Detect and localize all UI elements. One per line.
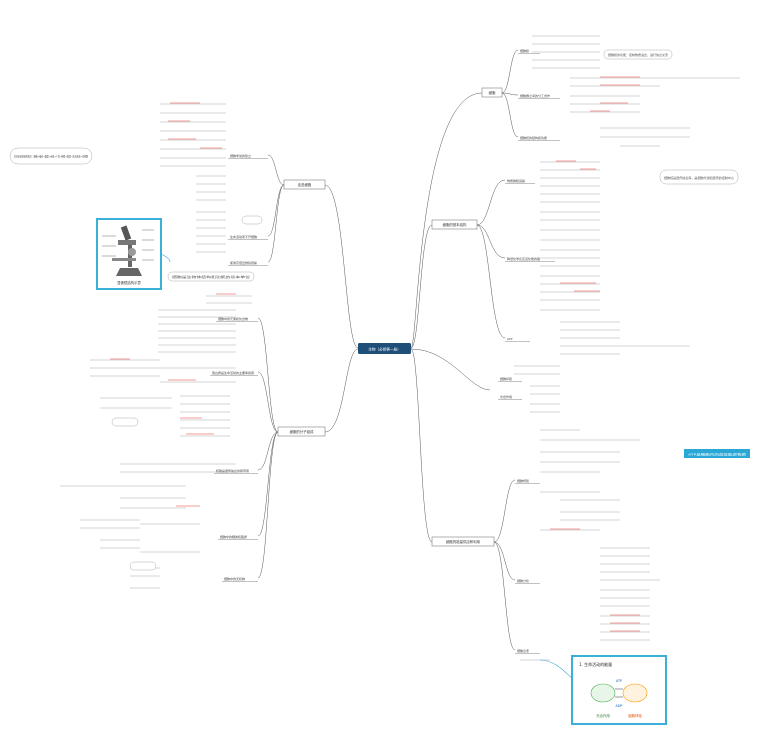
right-leaves (514, 35, 740, 661)
right-sub-r8[interactable]: 光合作用 (500, 394, 512, 399)
left-leaves (60, 103, 252, 589)
left-note: 生命系统的结构层次：细胞→组织→器官→系统→个体→种群→群落→生态系统→生物圈 (9, 147, 93, 165)
right-sub-group: 细胞膜 细胞器之间的分工合作 细胞核的结构和功能 物质跨膜运输 降低化学反应活化… (410, 48, 560, 654)
mid-note-text: 细胞是生物体结构和功能的基本单位 (172, 274, 250, 279)
right-badge: ATP是细胞内的直接能源物质 (684, 449, 750, 458)
small-bubble (111, 215, 263, 571)
pathway-illustration: 1. 生命活动的能量 ATP ADP 光合作用 细胞呼吸 (579, 661, 648, 718)
microscope-caption: 显微镜结构示意 (117, 280, 141, 285)
right-note-2: 细胞核是遗传信息库，是细胞代谢和遗传的控制中心 (659, 169, 739, 185)
left-sub-l5[interactable]: 蛋白质是生命活动的主要承担者 (212, 370, 254, 375)
branch-b1[interactable]: 走进细胞 (283, 179, 326, 190)
chloroplast-shape (590, 683, 616, 703)
right-sub-r1[interactable]: 细胞膜 (520, 48, 529, 53)
right-note-2-text: 细胞核是遗传信息库，是细胞代谢和遗传的控制中心 (664, 175, 734, 180)
left-highlights (110, 102, 236, 507)
right-highlights (550, 76, 640, 632)
root-node[interactable] (358, 343, 411, 354)
pathway-adp: ADP (616, 704, 623, 708)
pathway-respiration: 细胞呼吸 (628, 713, 642, 718)
root-label: 生物（必修第一册） (368, 347, 400, 352)
branch-b2[interactable]: 细胞的分子组成 (277, 426, 326, 437)
mid-note: 细胞是生物体结构和功能的基本单位 (167, 271, 255, 282)
left-sub-l8[interactable]: 细胞中的无机物 (224, 576, 245, 581)
right-sub-r7[interactable]: 细胞呼吸 (500, 376, 512, 381)
branch-b1-label: 走进细胞 (298, 182, 312, 187)
right-sub-r5[interactable]: 降低化学反应活化能的酶 (507, 256, 540, 261)
left-sub-l3[interactable]: 使用高倍显微镜观察 (230, 260, 257, 265)
pathway-photosynthesis: 光合作用 (596, 713, 610, 718)
branch-b3[interactable]: 细胞的基本结构 (431, 219, 478, 230)
branch-b4-label: 细胞的能量供应和利用 (446, 539, 480, 544)
branch-b5[interactable]: 细胞 (481, 87, 503, 98)
right-sub-r11[interactable]: 细胞衰老 (517, 648, 529, 653)
pathway-title: 1. 生命活动的能量 (579, 661, 612, 667)
branch-b3-label: 细胞的基本结构 (443, 222, 467, 227)
pathway-atp: ATP (616, 679, 622, 683)
left-sub-l7[interactable]: 细胞中的糖类和脂质 (220, 534, 247, 539)
microscope-panel: 显微镜结构示意 (96, 218, 162, 290)
branch-b2-label: 细胞的分子组成 (290, 429, 314, 434)
right-sub-r9[interactable]: 细胞增殖 (517, 478, 529, 483)
left-sub-group: 细胞学说的建立 生命活动离不开细胞 使用高倍显微镜观察 细胞中的元素和化合物 蛋… (210, 153, 285, 582)
right-note-1: 细胞膜的功能：控制物质进出、进行信息交流 (603, 49, 673, 60)
left-sub-l2[interactable]: 生命活动离不开细胞 (230, 234, 257, 239)
right-sub-r2[interactable]: 细胞器之间的分工合作 (520, 93, 550, 98)
left-sub-l6[interactable]: 核酸是遗传信息的携带者 (216, 468, 249, 473)
branch-b4[interactable]: 细胞的能量供应和利用 (431, 536, 495, 547)
right-sub-r10[interactable]: 细胞分化 (517, 578, 529, 583)
microscope-illustration: 显微镜结构示意 (102, 225, 154, 285)
mitochondria-shape (622, 683, 648, 703)
right-note-1-text: 细胞膜的功能：控制物质进出、进行信息交流 (608, 52, 668, 57)
left-sub-l1[interactable]: 细胞学说的建立 (230, 153, 251, 158)
left-note-text: 生命系统的结构层次：细胞→组织→器官→系统→个体→种群→群落→生态系统→生物圈 (14, 154, 88, 159)
right-sub-r4[interactable]: 物质跨膜运输 (507, 178, 525, 183)
right-sub-r3[interactable]: 细胞核的结构和功能 (520, 135, 547, 140)
pathway-panel: 1. 生命活动的能量 ATP ADP 光合作用 细胞呼吸 (571, 655, 667, 725)
branch-b5-label: 细胞 (489, 90, 496, 95)
right-sub-r6[interactable]: ATP (507, 337, 513, 341)
left-sub-l4[interactable]: 细胞中的元素和化合物 (218, 316, 248, 321)
right-badge-text: ATP是细胞内的直接能源物质 (688, 452, 746, 457)
